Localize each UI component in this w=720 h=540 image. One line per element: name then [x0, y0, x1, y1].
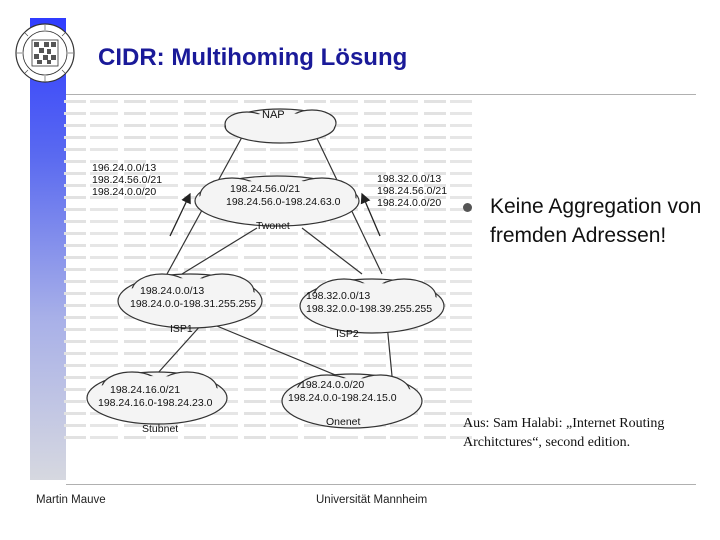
footer-institution: Universität Mannheim [316, 494, 428, 506]
twonet-label: Twonet [256, 220, 290, 232]
isp2-range: 198.32.0.0-198.39.255.255 [306, 303, 432, 315]
isp1-label: ISP1 [170, 323, 193, 335]
left-advertised-prefixes: 196.24.0.0/13 198.24.56.0/21 198.24.0.0/… [92, 162, 162, 198]
isp1-cloud: 198.24.0.0/13 198.24.0.0-198.31.255.255 … [117, 273, 263, 335]
svg-text:198.24.0.0/20: 198.24.0.0/20 [377, 197, 441, 209]
bullet-text: Keine Aggregation von fremden Adressen! [490, 195, 702, 247]
header-divider [66, 94, 696, 95]
isp2-label: ISP2 [336, 328, 359, 340]
bullet-dot [463, 203, 472, 212]
left-advertisement-arrow [169, 192, 191, 237]
stubnet-range: 198.24.16.0-198.24.23.0 [98, 397, 213, 409]
sidebar-gradient-bar [30, 18, 66, 480]
onenet-cloud: 198.24.0.0/20 198.24.0.0-198.24.15.0 One… [281, 373, 423, 429]
isp2-prefix: 198.32.0.0/13 [306, 290, 370, 302]
nap-cloud: NAP [224, 108, 337, 144]
stubnet-label: Stubnet [142, 423, 178, 435]
svg-text:198.24.56.0/21: 198.24.56.0/21 [377, 185, 447, 197]
twonet-cloud: 198.24.56.0/21 198.24.56.0-198.24.63.0 T… [194, 175, 360, 232]
onenet-range: 198.24.0.0-198.24.15.0 [288, 392, 397, 404]
nap-label: NAP [262, 109, 285, 121]
footer-author: Martin Mauve [36, 494, 106, 506]
svg-text:198.24.56.0/21: 198.24.56.0/21 [92, 174, 162, 186]
multihoming-network-diagram: NAP 198.24.56.0/21 198.24.56.0-198.24.63… [62, 96, 472, 441]
twonet-prefix: 198.24.56.0/21 [230, 183, 300, 195]
footer-divider [66, 484, 696, 485]
right-advertised-prefixes: 198.32.0.0/13 198.24.56.0/21 198.24.0.0/… [377, 173, 447, 209]
onenet-label: Onenet [326, 416, 361, 428]
onenet-prefix: 198.24.0.0/20 [300, 379, 364, 391]
twonet-range: 198.24.56.0-198.24.63.0 [226, 196, 341, 208]
isp1-range: 198.24.0.0-198.31.255.255 [130, 298, 256, 310]
isp1-prefix: 198.24.0.0/13 [140, 285, 204, 297]
stubnet-cloud: 198.24.16.0/21 198.24.16.0-198.24.23.0 S… [86, 371, 228, 435]
university-seal-logo [14, 22, 76, 84]
stubnet-prefix: 198.24.16.0/21 [110, 384, 180, 396]
svg-text:198.32.0.0/13: 198.32.0.0/13 [377, 173, 441, 185]
source-caption: Aus: Sam Halabi: „Internet Routing Archi… [463, 416, 665, 450]
slide-title: CIDR: Multihoming Lösung [98, 44, 408, 71]
isp2-cloud: 198.32.0.0/13 198.32.0.0-198.39.255.255 … [299, 278, 445, 340]
svg-text:198.24.0.0/20: 198.24.0.0/20 [92, 186, 156, 198]
svg-text:196.24.0.0/13: 196.24.0.0/13 [92, 162, 156, 174]
right-advertisement-arrow [360, 192, 381, 237]
